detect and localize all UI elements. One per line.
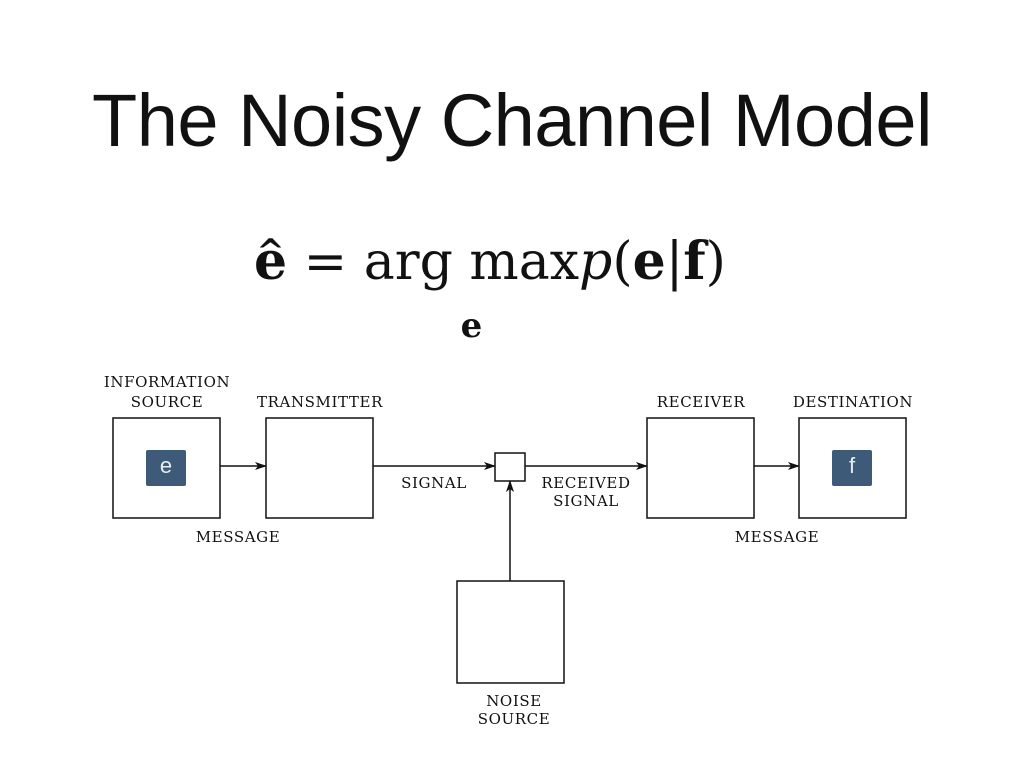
label-receiver: RECEIVER [657,393,746,411]
label-noise: NOISE [486,692,542,710]
receiver-box [646,417,755,519]
label-noise-source: SOURCE [478,710,551,728]
label-received: RECEIVED [541,474,630,492]
argmax-operator: arg max e [363,232,580,346]
label-signal: SIGNAL [401,474,467,492]
argmax-formula: ^ e = arg max e p(e|f) [254,231,726,347]
information-source-box [112,417,221,519]
label-message-right: MESSAGE [735,528,820,546]
operator-text: arg max [363,232,580,292]
formula-bar: | [665,232,684,292]
operator-subscript: e [460,306,483,346]
formula-equals: = [303,232,348,292]
label-message-left: MESSAGE [196,528,281,546]
channel-box [494,452,526,482]
slide-title: The Noisy Channel Model [92,79,932,162]
formula-lhs: e [254,231,288,292]
label-source: SOURCE [131,393,204,411]
source-variable-chip: e [146,450,186,486]
label-destination: DESTINATION [793,393,913,411]
noise-source-box [456,580,565,684]
e-hat: ^ e [254,232,287,292]
formula-arg-f: f [683,231,706,292]
formula-open-paren: ( [612,232,633,292]
label-received-signal: SIGNAL [553,492,619,510]
transmitter-box [265,417,374,519]
label-information: INFORMATION [104,373,230,391]
formula-close-paren: ) [705,232,726,292]
formula-func: p [579,232,613,292]
formula-arg-e: e [632,231,666,292]
hat-accent: ^ [256,232,285,272]
label-transmitter: TRANSMITTER [257,393,383,411]
destination-variable-chip: f [832,450,872,486]
